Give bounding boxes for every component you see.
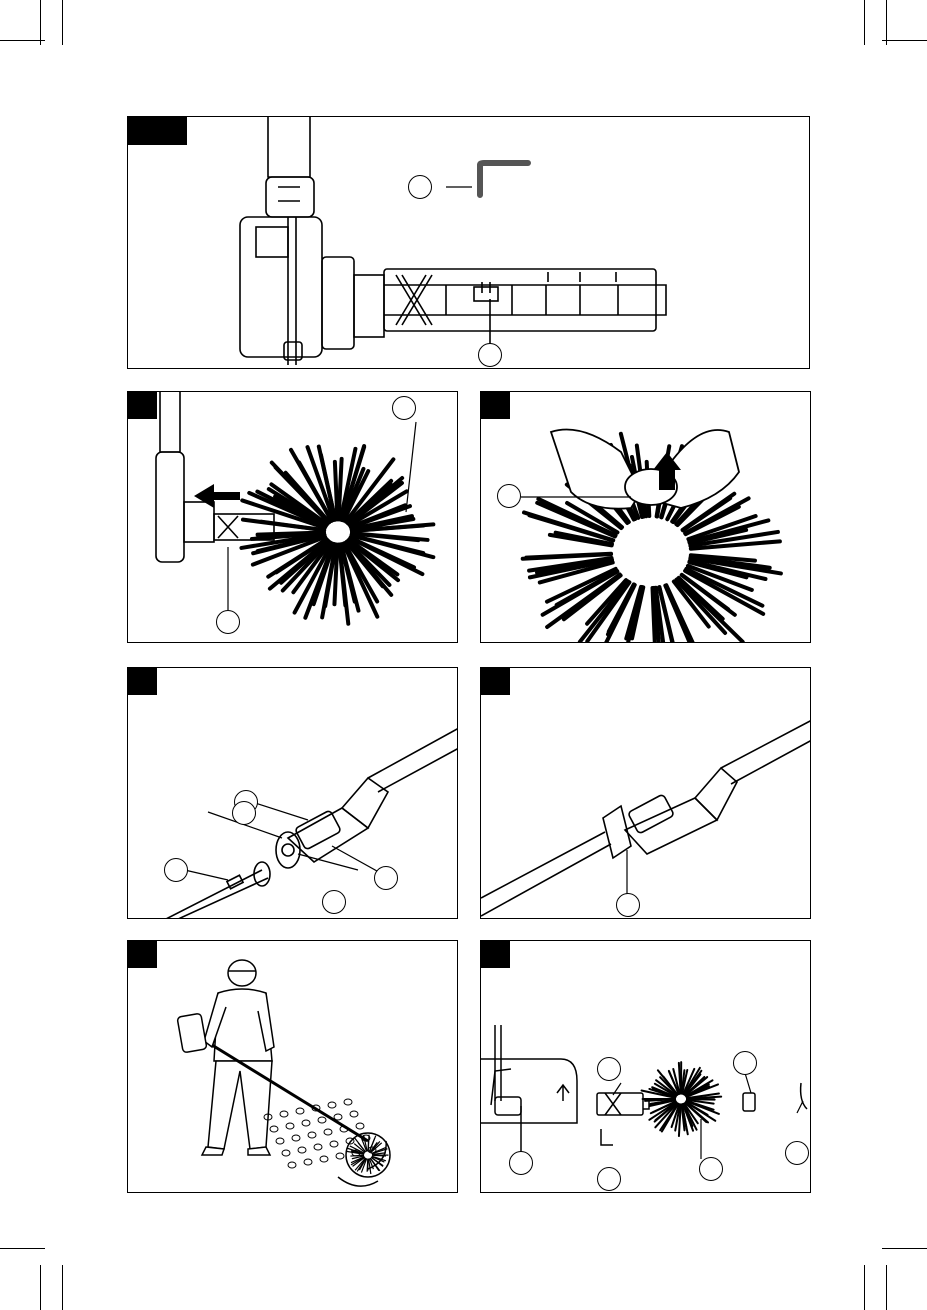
lawn-dot (292, 1135, 300, 1141)
lawn-dot (282, 1150, 290, 1156)
trimmer-head-illustration (128, 117, 810, 369)
callout (408, 175, 432, 199)
arrow-left-icon (194, 484, 240, 508)
callout (699, 1157, 723, 1181)
figure-5-panel (480, 667, 811, 919)
callout (322, 890, 346, 914)
callout (232, 801, 256, 825)
crop-mark (882, 40, 927, 41)
bristle (526, 554, 611, 558)
lawn-dot (276, 1138, 284, 1144)
callout (597, 1167, 621, 1191)
lawn-dot (344, 1099, 352, 1105)
callout (597, 1057, 621, 1081)
figure-1-panel (127, 116, 810, 369)
callout (374, 866, 398, 890)
lawn-dot (330, 1141, 338, 1147)
crop-mark (882, 1248, 927, 1249)
crop-mark (40, 0, 41, 45)
lawn-dot (318, 1117, 326, 1123)
figure-6-panel (127, 940, 458, 1193)
callout (478, 343, 502, 367)
crop-mark (864, 1265, 865, 1310)
callout (616, 893, 640, 917)
lawn-dot (298, 1147, 306, 1153)
lawn-dot (328, 1102, 336, 1108)
crop-mark (886, 0, 887, 45)
lawn-dot (286, 1123, 294, 1129)
crop-mark (864, 0, 865, 45)
callout (164, 858, 188, 882)
crop-mark (886, 1265, 887, 1310)
callout (509, 1151, 533, 1175)
lawn-dot (270, 1126, 278, 1132)
lawn-dot (334, 1114, 342, 1120)
lawn-dot (336, 1153, 344, 1159)
lawn-dot (350, 1111, 358, 1117)
hex-key-icon (480, 163, 528, 195)
brush-lift-illustration (481, 392, 811, 643)
lawn-dot (304, 1159, 312, 1165)
lawn-dot (324, 1129, 332, 1135)
callout (733, 1051, 757, 1075)
bristle (687, 1099, 715, 1100)
lawn-dot (308, 1132, 316, 1138)
bristle (258, 532, 324, 534)
crop-mark (62, 1265, 63, 1310)
figure-4-panel (127, 667, 458, 919)
lawn-dot (356, 1123, 364, 1129)
lawn-dot (296, 1108, 304, 1114)
crop-mark (0, 40, 45, 41)
callout (785, 1141, 809, 1165)
brush-removal-illustration (128, 392, 458, 643)
crop-mark (40, 1265, 41, 1310)
lawn-dot (320, 1156, 328, 1162)
lawn-dot (302, 1120, 310, 1126)
shaft-assembled-illustration (481, 668, 811, 919)
crop-mark (0, 1248, 45, 1249)
bristle (367, 1159, 368, 1172)
callout (497, 484, 521, 508)
bristle (335, 462, 338, 520)
callout (216, 610, 240, 634)
crop-mark (62, 0, 63, 45)
lawn-dot (314, 1144, 322, 1150)
lawn-dot (280, 1111, 288, 1117)
figure-3-panel (480, 391, 811, 643)
figure-7-panel (480, 940, 811, 1193)
operator-using-tool-illustration (128, 941, 458, 1193)
callout (392, 396, 416, 420)
figure-2-panel (127, 391, 458, 643)
lawn-dot (288, 1162, 296, 1168)
